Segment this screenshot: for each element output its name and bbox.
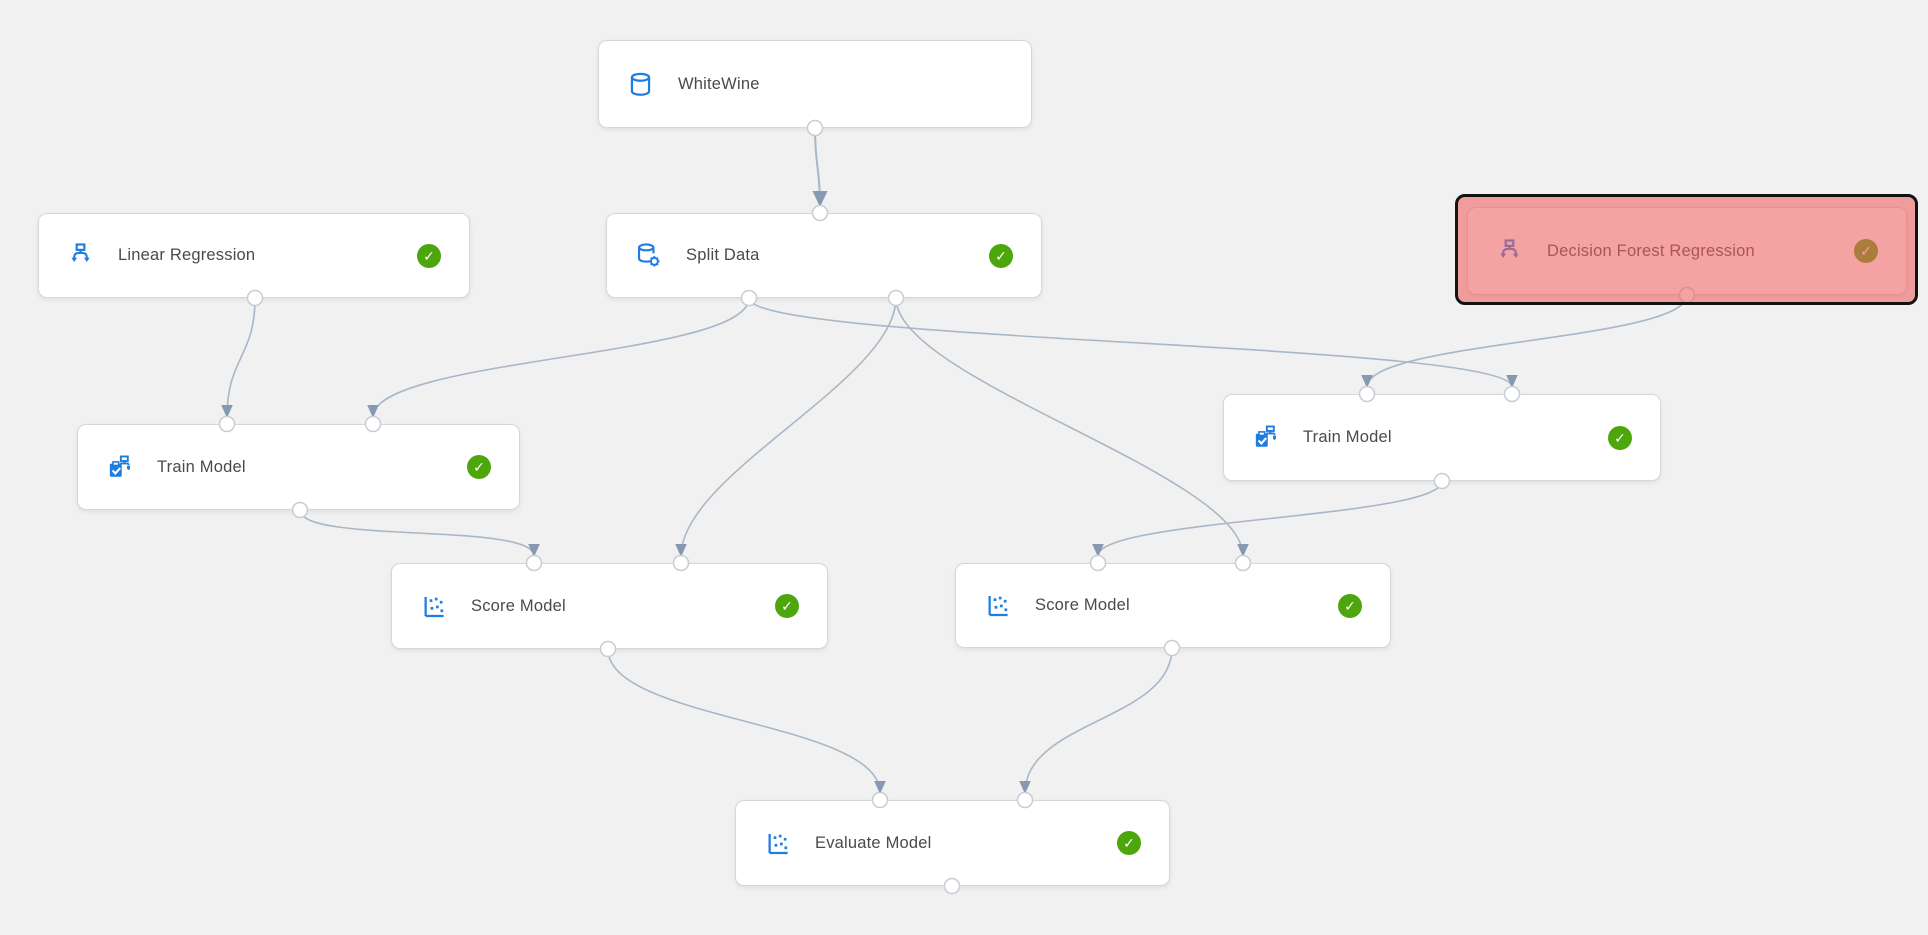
split-data-icon xyxy=(635,242,662,269)
node-score-model-right[interactable]: Score Model ✓ xyxy=(955,563,1391,648)
node-label: WhiteWine xyxy=(678,74,760,93)
algorithm-icon xyxy=(67,242,94,269)
status-check-icon: ✓ xyxy=(1117,831,1141,855)
status-check-icon: ✓ xyxy=(1338,593,1362,618)
node-label: Decision Forest Regression xyxy=(1547,241,1755,260)
node-score-model-left[interactable]: Score Model ✓ xyxy=(391,563,828,649)
node-port[interactable] xyxy=(1016,791,1034,809)
algorithm-icon xyxy=(1496,238,1523,265)
edge-connector xyxy=(607,648,881,794)
node-port[interactable] xyxy=(1678,286,1696,304)
status-check-icon: ✓ xyxy=(417,243,441,268)
train-model-icon xyxy=(106,454,133,481)
status-check-icon: ✓ xyxy=(467,455,491,479)
node-whitewine[interactable]: WhiteWine xyxy=(598,40,1032,128)
edge-connector xyxy=(1366,294,1688,388)
node-evaluate-model[interactable]: Evaluate Model ✓ xyxy=(735,800,1170,886)
edge-connector xyxy=(372,297,750,418)
node-split-data[interactable]: Split Data ✓ xyxy=(606,213,1042,298)
node-port[interactable] xyxy=(1089,554,1107,572)
node-port[interactable] xyxy=(525,554,543,572)
edge-connector xyxy=(1024,647,1173,794)
edge-connector xyxy=(680,297,897,557)
dataset-icon xyxy=(627,71,654,98)
edge-connector xyxy=(895,297,1244,557)
status-check-icon: ✓ xyxy=(1608,425,1632,450)
node-port[interactable] xyxy=(871,791,889,809)
node-decision-forest-regression[interactable]: Decision Forest Regression ✓ xyxy=(1467,207,1907,295)
node-port[interactable] xyxy=(1358,385,1376,403)
node-port[interactable] xyxy=(1433,472,1451,490)
node-label: Evaluate Model xyxy=(815,833,932,852)
node-train-model-right[interactable]: Train Model ✓ xyxy=(1223,394,1661,481)
node-port[interactable] xyxy=(887,289,905,307)
node-port[interactable] xyxy=(218,415,236,433)
status-check-icon: ✓ xyxy=(1854,239,1878,263)
node-port[interactable] xyxy=(806,119,824,137)
status-check-icon: ✓ xyxy=(775,594,799,618)
score-model-icon xyxy=(764,830,791,857)
node-label: Train Model xyxy=(157,457,246,476)
node-label: Score Model xyxy=(471,596,566,615)
edge-connector xyxy=(1097,480,1443,557)
node-port[interactable] xyxy=(291,501,309,519)
node-port[interactable] xyxy=(811,204,829,222)
node-label: Train Model xyxy=(1303,428,1392,446)
node-port[interactable] xyxy=(1234,554,1252,572)
edge-arrowhead-icon xyxy=(812,191,828,207)
score-model-icon xyxy=(420,593,447,620)
node-label: Linear Regression xyxy=(118,246,256,264)
edge-connector xyxy=(299,509,535,557)
node-train-model-left[interactable]: Train Model ✓ xyxy=(77,424,520,510)
node-port[interactable] xyxy=(599,640,617,658)
train-model-icon xyxy=(1252,424,1279,451)
node-port[interactable] xyxy=(246,289,264,307)
node-port[interactable] xyxy=(1503,385,1521,403)
status-check-icon: ✓ xyxy=(989,243,1013,268)
node-port[interactable] xyxy=(672,554,690,572)
edge-connector xyxy=(814,127,821,207)
score-model-icon xyxy=(984,592,1011,619)
node-port[interactable] xyxy=(364,415,382,433)
edge-connector xyxy=(748,297,1513,388)
node-linear-regression[interactable]: Linear Regression ✓ xyxy=(38,213,470,298)
node-port[interactable] xyxy=(1163,639,1181,657)
node-label: Score Model xyxy=(1035,596,1130,614)
node-port[interactable] xyxy=(943,877,961,895)
edge-connector xyxy=(226,297,256,418)
node-port[interactable] xyxy=(740,289,758,307)
node-label: Split Data xyxy=(686,246,760,264)
